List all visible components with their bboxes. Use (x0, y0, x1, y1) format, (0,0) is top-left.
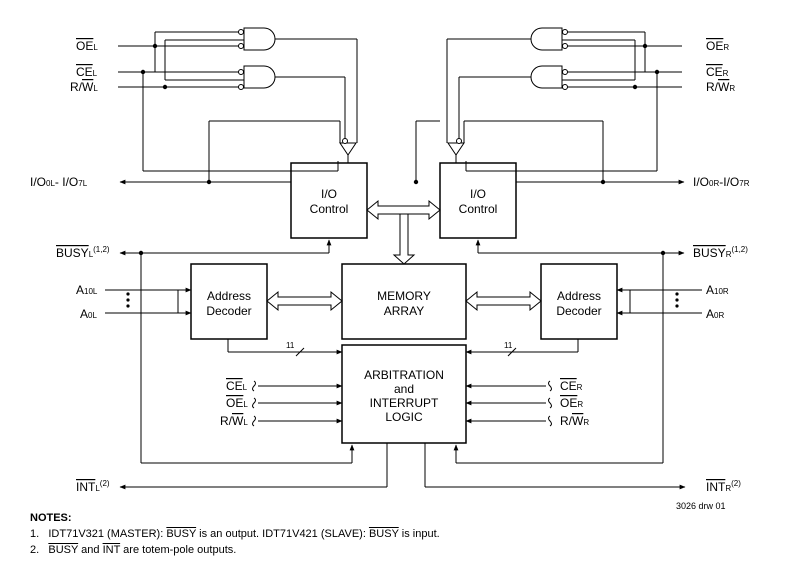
label-int-right: INTR(2) (706, 479, 741, 494)
drawing-number: 3026 drw 01 (676, 501, 726, 511)
bus-arrow-decoder-left-memory (266, 290, 343, 312)
io-control-left-title: I/O (321, 187, 337, 201)
and-gate-left-top (243, 27, 276, 51)
memory-array-subtitle: ARRAY (384, 304, 424, 318)
tristate-buffer-right (447, 142, 465, 156)
note-2-text: are totem-pole outputs. (120, 544, 237, 556)
note-1-busy-2: BUSY (368, 528, 399, 540)
label-busy-left: BUSYL(1,2) (56, 245, 110, 260)
label-int-left: INTL(2) (76, 479, 110, 494)
note-1-busy-1: BUSY (166, 528, 197, 540)
notes-section: NOTES: 1. IDT71V321 (MASTER): BUSY is an… (30, 510, 440, 558)
label-rw-right: R/WR (706, 80, 735, 94)
note-1-number: 1. (30, 528, 40, 540)
left-control-gates (118, 27, 358, 182)
note-1: 1. IDT71V321 (MASTER): BUSY is an output… (30, 526, 440, 542)
note-1-text-b: is an output. IDT71V421 (SLAVE): (196, 528, 369, 540)
memory-array-title: MEMORY (377, 289, 431, 303)
label-arb-oe-left: OEL (226, 396, 248, 410)
label-arb-rw-right: R/WR (560, 414, 589, 428)
label-io-left: I/O0L- I/O7L (30, 175, 88, 189)
address-decoder-left-title: Address (207, 289, 251, 303)
and-gate-right-top (530, 27, 563, 51)
note-1-text-c: is input. (398, 528, 440, 540)
io-control-left (290, 162, 368, 239)
label-busy-right: BUSYR(1,2) (693, 245, 748, 260)
note-2-number: 2. (30, 544, 40, 556)
arbitration-and: and (394, 382, 414, 396)
label-a10-left: A10L (76, 283, 98, 297)
label-arb-oe-right: OER (560, 396, 583, 410)
address-decoder-left-subtitle: Decoder (206, 304, 251, 318)
bus-arrow-io-io (366, 199, 441, 221)
label-io-right: I/O0R-I/O7R (693, 175, 750, 189)
label-a10-right: A10R (706, 283, 729, 297)
io-control-right (439, 162, 517, 239)
io-control-right-subtitle: Control (459, 202, 498, 216)
label-bus-width-right: 11 (504, 341, 513, 350)
arbitration-title: ARBITRATION (364, 368, 444, 382)
address-decoder-right-subtitle: Decoder (556, 304, 601, 318)
label-oe-left: OEL (76, 39, 98, 53)
and-gate-left-bottom (243, 65, 276, 89)
label-arb-rw-left: R/WL (220, 414, 248, 428)
label-ce-right: CER (706, 65, 729, 79)
bus-arrow-io-memory (392, 213, 416, 265)
address-decoder-right-title: Address (557, 289, 601, 303)
io-control-left-subtitle: Control (310, 202, 349, 216)
label-ce-left: CEL (76, 65, 98, 79)
label-arb-ce-left: CEL (226, 379, 248, 393)
note-1-text-a: IDT71V321 (MASTER): (48, 528, 167, 540)
label-a0-right: A0R (706, 307, 724, 321)
notes-title: NOTES: (30, 512, 72, 524)
and-gate-right-bottom (530, 65, 563, 89)
label-bus-width-left: 11 (286, 341, 295, 350)
note-2-busy: BUSY (48, 544, 79, 556)
arbitration-interrupt: INTERRUPT (370, 396, 439, 410)
right-control-gates (415, 27, 682, 182)
label-a0-left: A0L (80, 307, 97, 321)
tristate-buffer-left (339, 142, 357, 156)
block-diagram: OEL CEL R/WL OER CER R/WR I/O0L- I/O7L I… (30, 27, 750, 494)
bus-arrow-decoder-right-memory (465, 290, 542, 312)
note-2: 2. BUSY and INT are totem-pole outputs. (30, 542, 440, 558)
note-2-and: and (78, 544, 103, 556)
label-arb-ce-right: CER (560, 379, 583, 393)
arbitration-logic: LOGIC (385, 410, 423, 424)
label-rw-left: R/WL (70, 80, 98, 94)
arbitration-logic-block (341, 344, 467, 444)
label-oe-right: OER (706, 39, 729, 53)
note-2-int: INT (102, 544, 121, 556)
io-control-right-title: I/O (470, 187, 486, 201)
